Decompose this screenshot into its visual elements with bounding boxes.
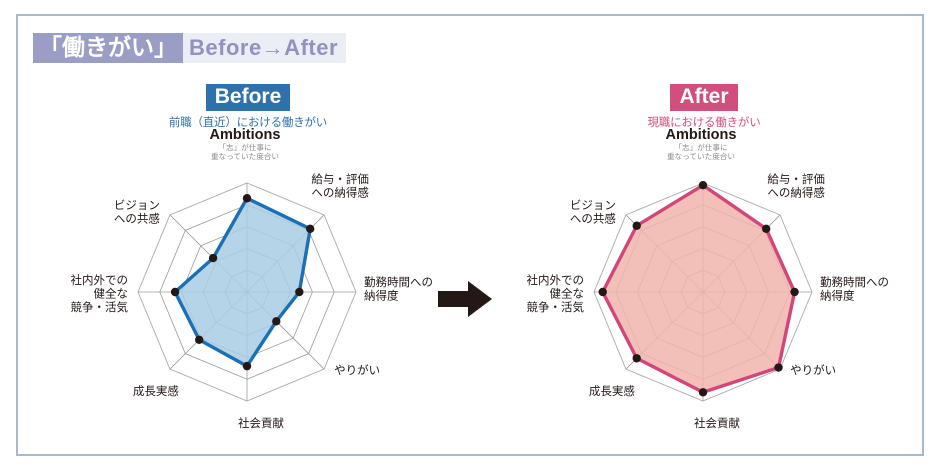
radar-data-point	[242, 361, 252, 371]
radar-axis-label: ビジョンへの共感	[114, 198, 160, 226]
radar-axis-label-note: 「志」が仕事に重なっていた度合い	[667, 142, 735, 161]
radar-data-point	[632, 221, 641, 230]
radar-axis-label-note: 「志」が仕事に重なっていた度合い	[211, 142, 279, 161]
panel-after: After 現職における働きがい Ambitions「志」が仕事に重なっていた度…	[494, 84, 914, 454]
radar-data-point	[790, 287, 799, 297]
radar-axis-label: 勤務時間への納得度	[364, 275, 433, 303]
radar-series-before	[170, 194, 315, 371]
radar-axis-label: やりがい	[790, 363, 836, 377]
radar-chart-before: Ambitions「志」が仕事に重なっていた度合い給与・評価への納得感勤務時間へ…	[38, 128, 458, 454]
radar-data-point	[195, 335, 204, 344]
radar-axis-label: 勤務時間への納得度	[820, 275, 889, 303]
radar-data-point	[698, 180, 708, 190]
radar-svg-before: Ambitions「志」が仕事に重なっていた度合い給与・評価への納得感勤務時間へ…	[71, 128, 434, 430]
radar-data-point	[272, 317, 281, 326]
panel-before-header: Before 前職（直近）における働きがい	[38, 84, 458, 130]
radar-chart-after: Ambitions「志」が仕事に重なっていた度合い給与・評価への納得感勤務時間へ…	[494, 128, 914, 454]
radar-data-point	[774, 363, 783, 372]
radar-axis-label: ビジョンへの共感	[570, 198, 616, 226]
radar-axis-labels-before: Ambitions「志」が仕事に重なっていた度合い給与・評価への納得感勤務時間へ…	[71, 128, 434, 430]
right-arrow-icon	[438, 281, 492, 317]
radar-series-polygon	[601, 183, 797, 394]
radar-axis-label: 成長実感	[133, 384, 179, 398]
badge-before: Before	[205, 84, 291, 111]
radar-axis-label: 社会貢献	[238, 416, 284, 430]
radar-data-point	[306, 224, 315, 233]
page-title-en: Before→After	[183, 33, 347, 63]
radar-axis-labels-after: Ambitions「志」が仕事に重なっていた度合い給与・評価への納得感勤務時間へ…	[527, 128, 890, 430]
radar-axis-label: やりがい	[334, 363, 380, 377]
radar-data-point	[170, 287, 180, 297]
radar-axis-label: 給与・評価への納得感	[767, 172, 825, 200]
panel-before: Before 前職（直近）における働きがい Ambitions「志」が仕事に重な…	[38, 84, 458, 454]
radar-data-point	[698, 388, 708, 397]
page-title: 「働きがい」 Before→After	[33, 33, 347, 63]
radar-data-point	[762, 224, 771, 233]
page-title-jp: 「働きがい」	[33, 33, 183, 63]
radar-axis-label: 社内外での健全な競争・活気	[71, 273, 129, 314]
radar-axis-label: 成長実感	[589, 384, 635, 398]
panel-after-header: After 現職における働きがい	[494, 84, 914, 130]
radar-series-after	[598, 180, 799, 397]
radar-axis-label: 給与・評価への納得感	[311, 172, 369, 200]
before-after-arrow	[436, 278, 494, 320]
radar-data-point	[208, 253, 218, 263]
radar-data-point	[295, 287, 304, 297]
radar-data-point	[632, 354, 641, 363]
radar-axis-label: 社内外での健全な競争・活気	[527, 273, 585, 314]
radar-svg-after: Ambitions「志」が仕事に重なっていた度合い給与・評価への納得感勤務時間へ…	[527, 128, 890, 430]
radar-axis-label: 社会貢献	[694, 416, 740, 430]
badge-after: After	[670, 84, 738, 111]
radar-data-point	[598, 287, 607, 297]
radar-axis-label: Ambitions	[210, 128, 281, 143]
radar-axis-label: Ambitions	[666, 128, 737, 143]
subtitle-before: 前職（直近）における働きがい	[168, 115, 328, 129]
radar-data-point	[242, 194, 252, 203]
subtitle-after: 現職における働きがい	[647, 115, 761, 129]
